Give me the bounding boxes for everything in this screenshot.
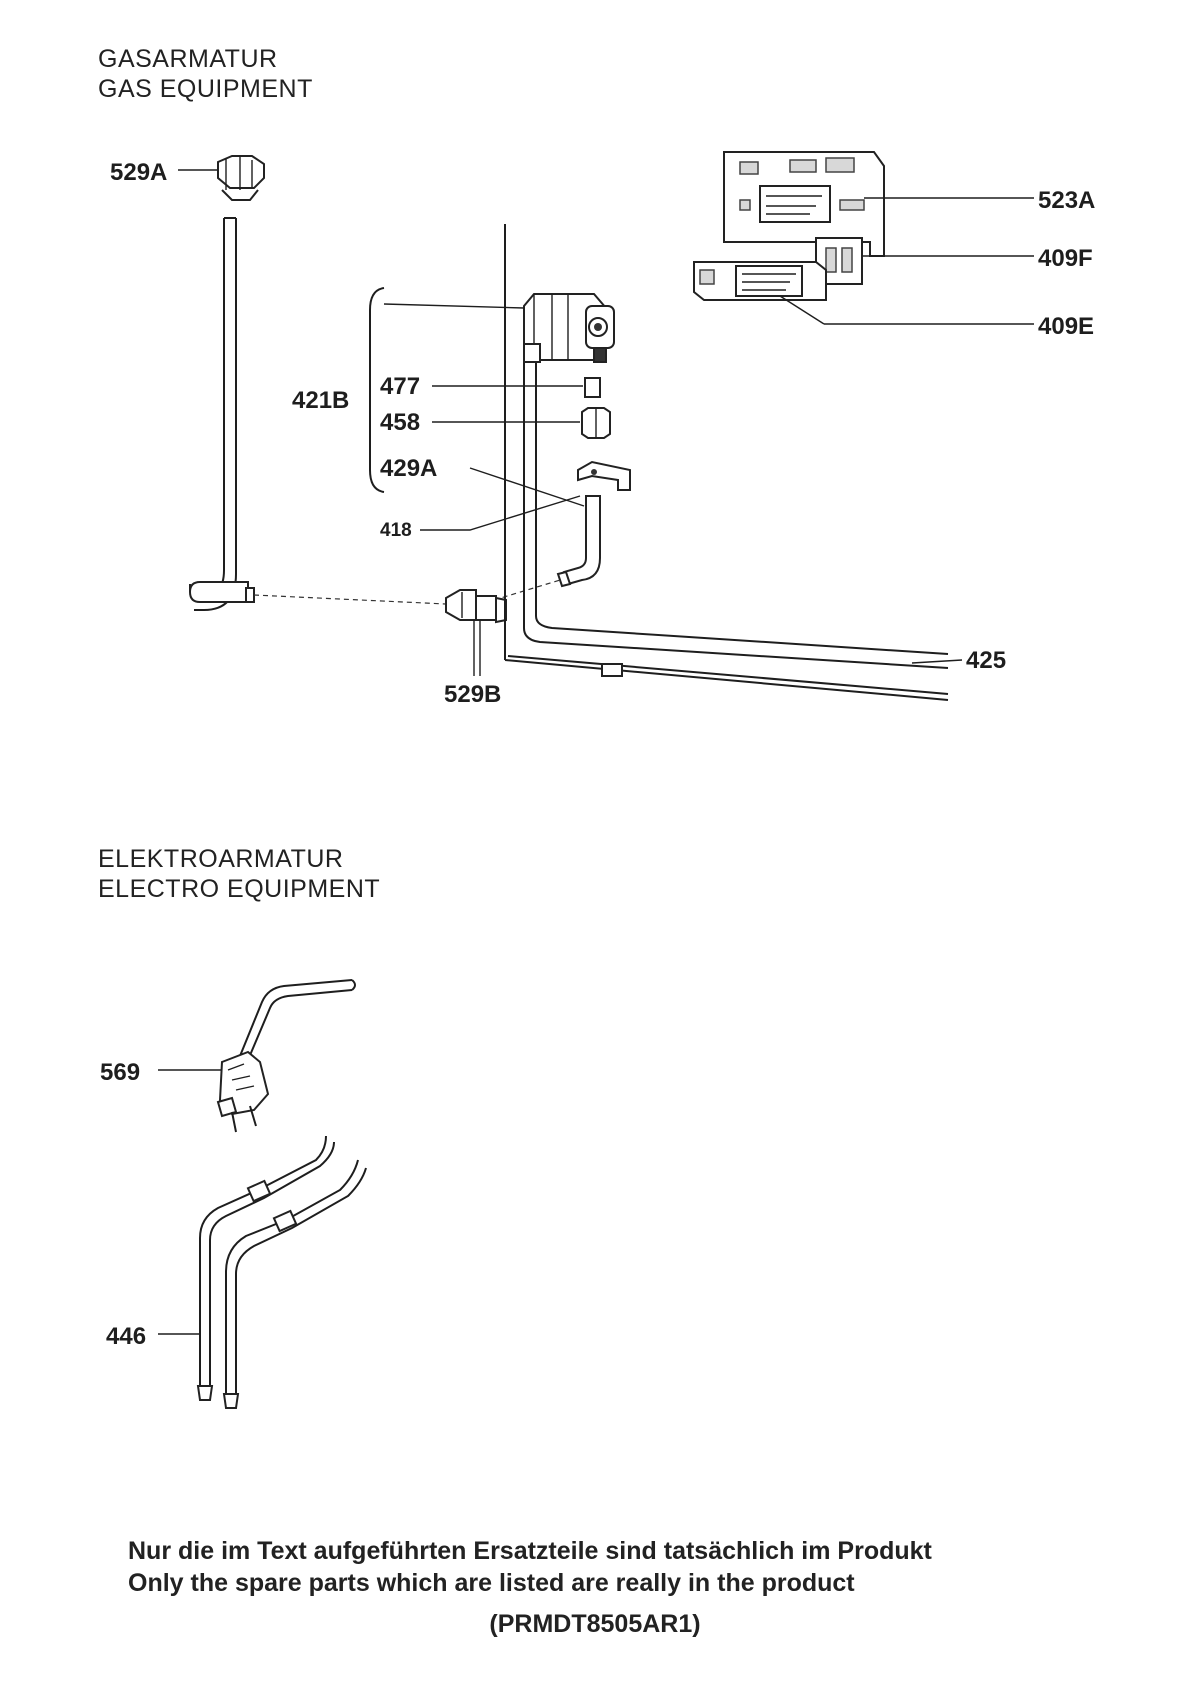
part-429A-clip	[577, 460, 631, 491]
bracket-421B	[369, 287, 385, 493]
label-529B: 529B	[444, 681, 501, 708]
leader-421B-valve	[383, 303, 525, 309]
gas-valve	[523, 293, 615, 363]
label-569: 569	[100, 1059, 140, 1086]
assembly-line-left	[253, 594, 447, 605]
oven-frame	[504, 224, 949, 701]
label-425: 425	[966, 647, 1006, 674]
electro-heading-en: ELECTRO EQUIPMENT	[98, 875, 381, 903]
part-418-pipe	[556, 495, 601, 588]
label-523A: 523A	[1038, 187, 1095, 214]
part-529A-fitting	[217, 155, 265, 201]
label-529A: 529A	[110, 159, 167, 186]
leader-418	[420, 495, 581, 531]
leader-409E	[779, 295, 825, 325]
part-425-gas-pipe	[523, 360, 949, 669]
label-458: 458	[380, 409, 420, 436]
label-409E: 409E	[1038, 313, 1094, 340]
electro-heading-de: ELEKTROARMATUR	[98, 845, 344, 873]
label-409F: 409F	[1038, 245, 1093, 272]
footnote-en: Only the spare parts which are listed ar…	[128, 1569, 855, 1597]
label-429A: 429A	[380, 455, 437, 482]
left-gas-pipe	[189, 217, 255, 611]
gas-heading-en: GAS EQUIPMENT	[98, 75, 313, 103]
part-523A-control-unit	[723, 151, 885, 257]
footnote-de: Nur die im Text aufgeführten Ersatzteile…	[128, 1537, 932, 1565]
label-477: 477	[380, 373, 420, 400]
part-569-mains-plug	[216, 979, 356, 1133]
document-code: (PRMDT8505AR1)	[489, 1610, 701, 1638]
gas-heading-de: GASARMATUR	[98, 45, 278, 73]
label-421B: 421B	[292, 387, 349, 414]
part-458-nut	[581, 407, 611, 439]
part-477-gasket	[584, 377, 601, 398]
leader-425	[911, 659, 963, 664]
part-529B-connector	[445, 589, 507, 624]
leader-429A	[469, 467, 585, 507]
part-409E-board	[693, 261, 827, 301]
label-446: 446	[106, 1323, 146, 1350]
part-446-wire-harness	[196, 1135, 367, 1409]
label-418: 418	[380, 520, 412, 541]
